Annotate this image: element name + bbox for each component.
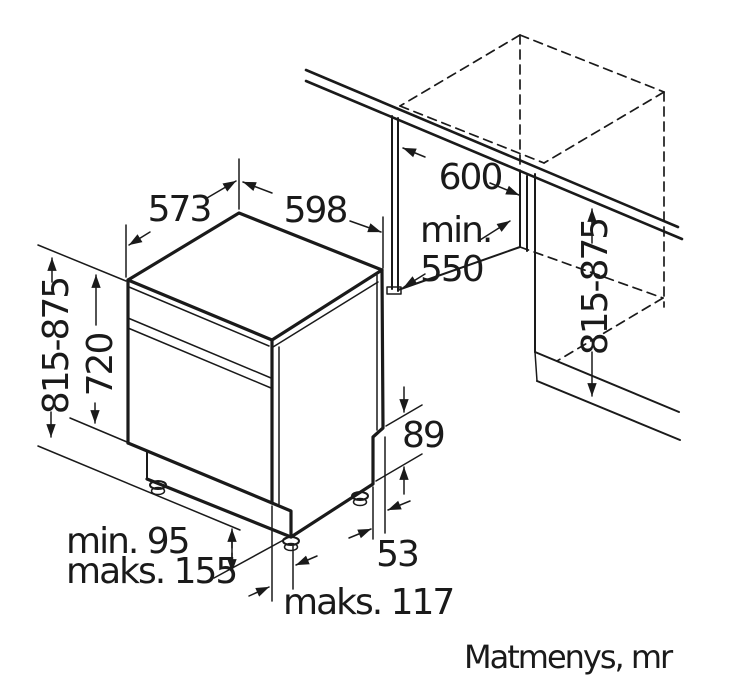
adjacent-cabinet-base: [534, 173, 681, 441]
dim-label-600: 600: [439, 157, 502, 198]
dim-label-573: 573: [148, 189, 211, 230]
dim-label-89: 89: [402, 415, 444, 456]
dim-label-550: 550: [420, 249, 483, 290]
dim-label-720: 720: [80, 334, 121, 397]
dim-label-min: min.: [420, 210, 491, 251]
niche-dashed-outline: [399, 34, 665, 362]
dim-label-min-95: min. 95: [66, 521, 189, 562]
dim-label-height-left: 815-875: [36, 278, 77, 414]
dim-plinth-height: min. 95 maks. 155: [66, 521, 290, 592]
dim-door-height: 720: [69, 274, 128, 443]
dim-top-depth: 573: [125, 158, 240, 278]
dim-label-598: 598: [284, 190, 347, 231]
dim-rear-offset: 53: [348, 436, 420, 575]
dim-front-clearance: maks. 117: [248, 505, 455, 623]
dishwasher-top-face: [126, 211, 384, 342]
dim-rear-step: 89: [375, 386, 446, 495]
caption: Matmenys, mr: [464, 638, 674, 676]
dim-label-height-right: 815-875: [575, 219, 616, 355]
cabinet-side-panel: [386, 115, 402, 295]
dim-niche-width: 600: [402, 147, 520, 198]
dim-niche-depth: min. 550: [403, 210, 511, 290]
dim-height-right: 815-875: [575, 208, 616, 397]
dishwasher: [126, 211, 385, 552]
dim-height-left: 815-875: [36, 244, 241, 531]
countertop: [304, 68, 684, 241]
dim-label-maks-117: maks. 117: [283, 582, 453, 623]
dim-top-width: 598: [242, 181, 384, 269]
dim-label-53: 53: [376, 534, 418, 575]
dim-label-maks-155: maks. 155: [66, 551, 236, 592]
niche-interior: [397, 171, 528, 291]
